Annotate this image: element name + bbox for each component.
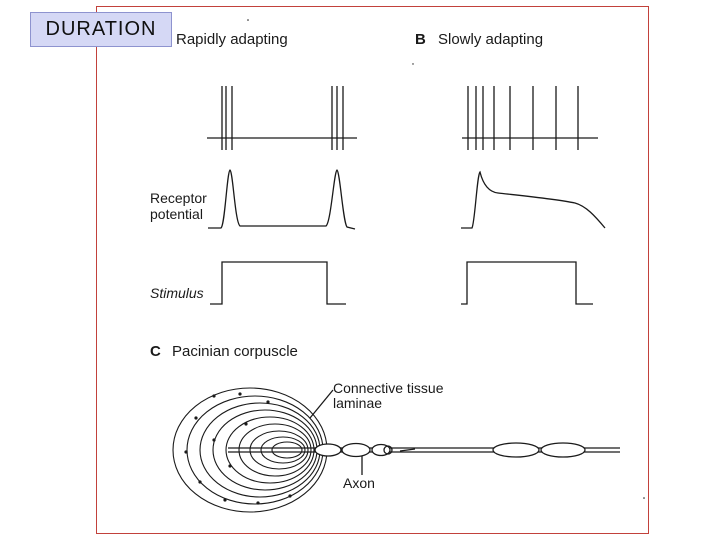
node-of-ranvier	[383, 445, 393, 455]
laminae-label-line2: laminae	[333, 395, 383, 411]
lamina-nuclei	[184, 392, 292, 505]
panel-c-title: Pacinian corpuscle	[172, 343, 298, 360]
panel-a-stimulus	[210, 261, 346, 305]
panel-a-receptor-potential	[208, 169, 356, 230]
scan-speck	[412, 63, 414, 65]
laminae-leader-line	[309, 389, 334, 419]
panel-b-receptor-potential	[461, 170, 606, 229]
myelin-segments	[314, 442, 586, 458]
duration-badge: DURATION	[30, 12, 172, 47]
scan-speck	[643, 497, 645, 499]
panel-b-letter: B	[415, 31, 426, 48]
axon-label: Axon	[343, 475, 375, 491]
panel-c-letter: C	[150, 343, 161, 360]
panel-a-title: Rapidly adapting	[176, 31, 288, 48]
receptor-label-line1: Receptor	[150, 190, 207, 206]
panel-a-spike-train	[207, 86, 357, 150]
panel-b-title: Slowly adapting	[438, 31, 544, 48]
scan-speck	[247, 19, 249, 21]
laminae-label-line1: Connective tissue	[333, 380, 444, 396]
figure-frame	[96, 6, 649, 534]
panel-b-stimulus	[461, 261, 593, 305]
panel-b-spike-train	[462, 86, 598, 150]
pacinian-corpuscle	[172, 387, 328, 513]
stimulus-label: Stimulus	[150, 285, 204, 301]
receptor-label-line2: potential	[150, 206, 203, 222]
